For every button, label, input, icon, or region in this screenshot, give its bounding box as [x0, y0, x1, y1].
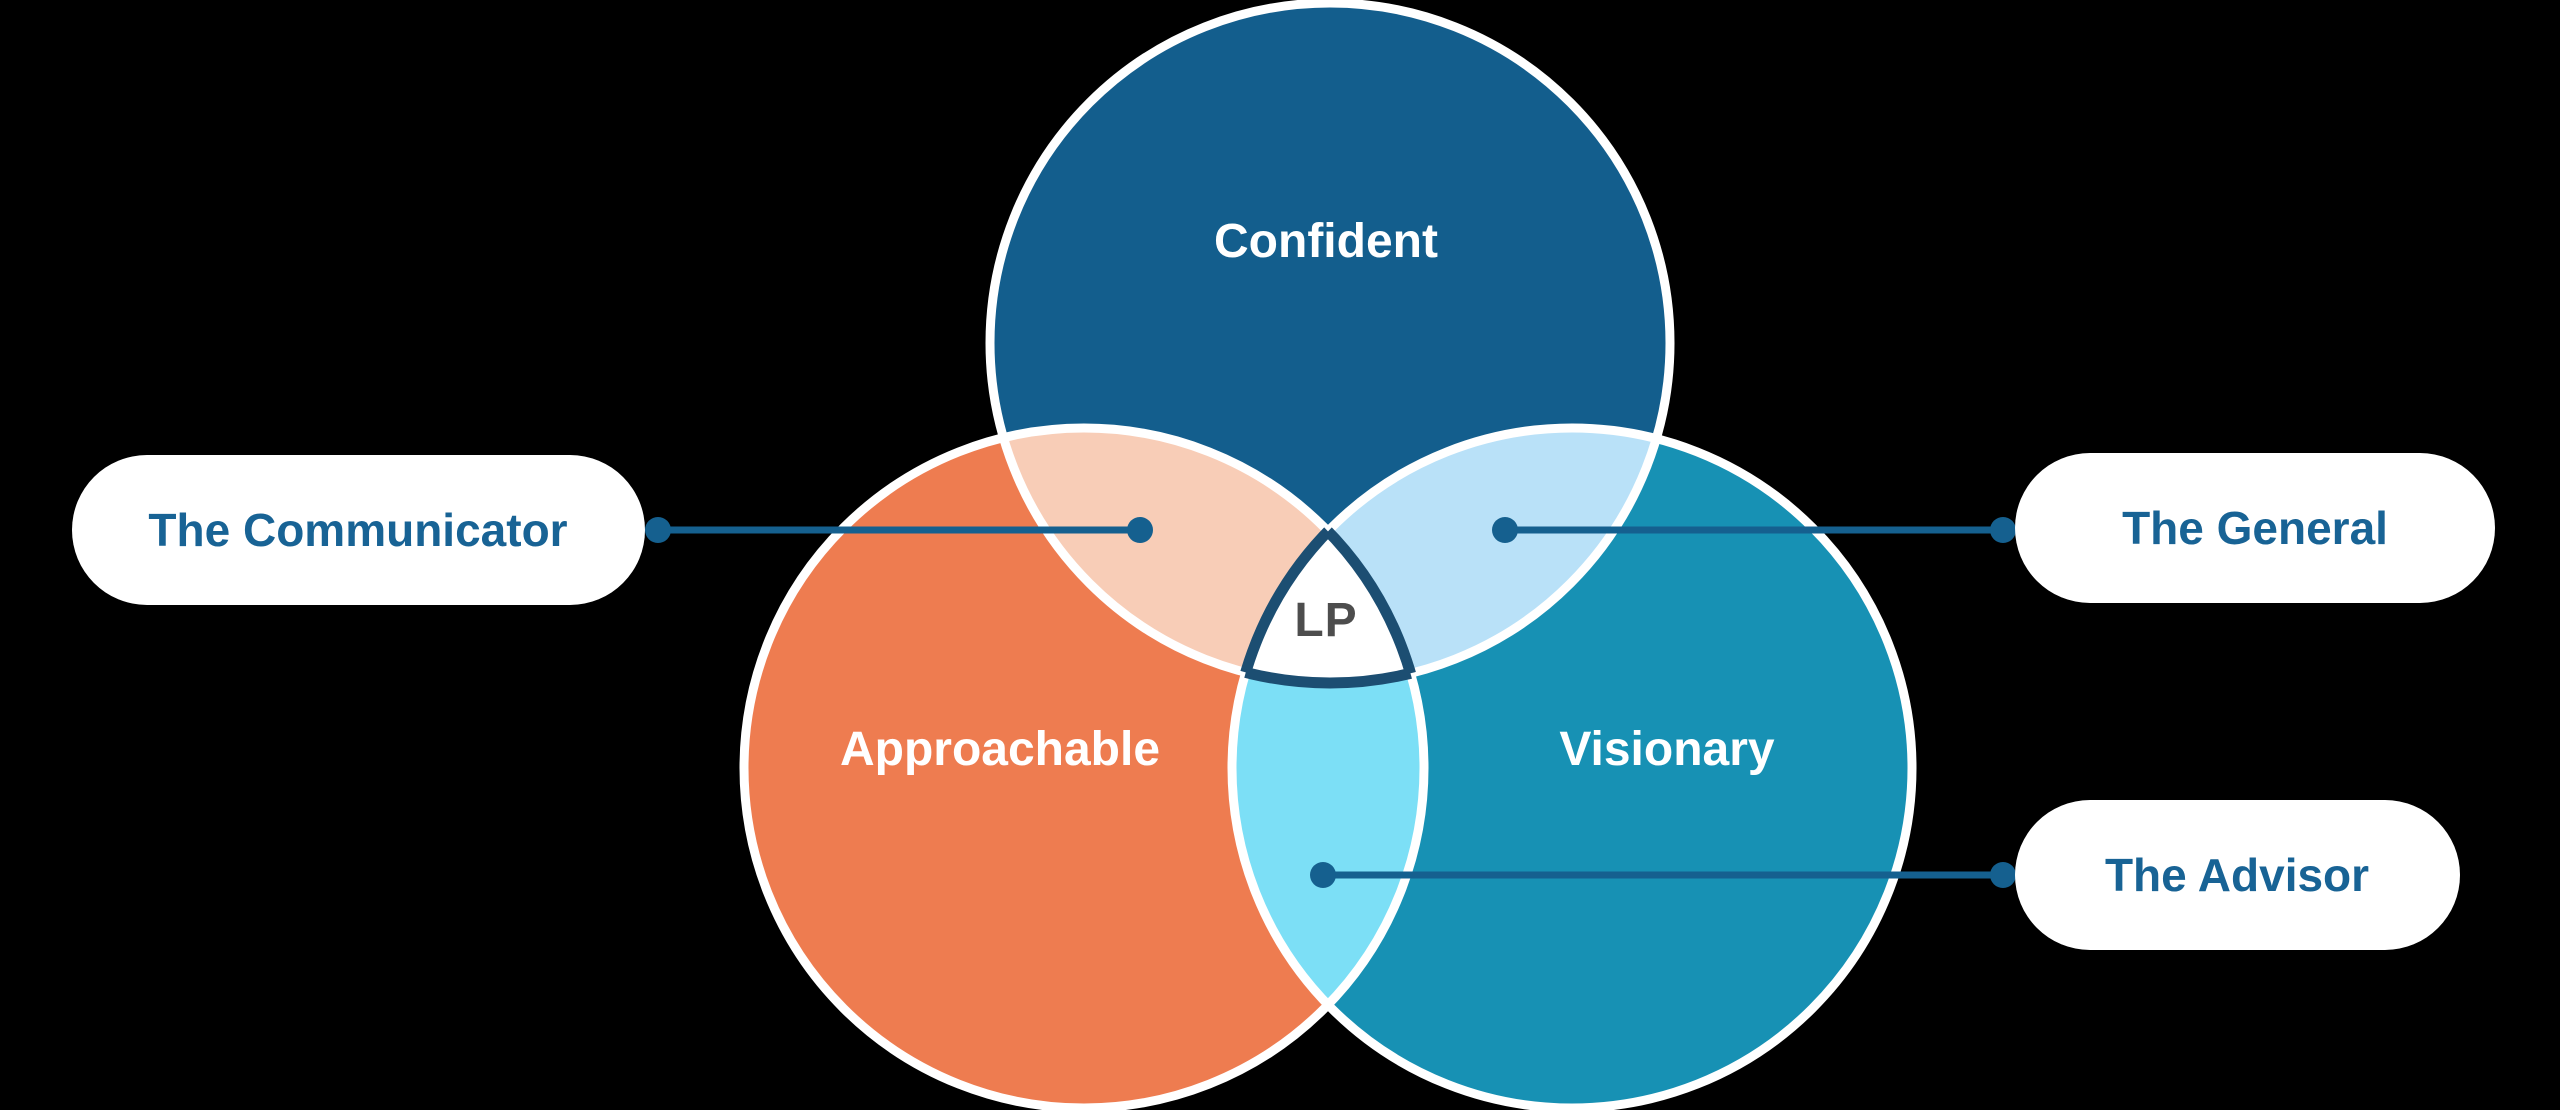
- outline-approachable: [739, 423, 1429, 1110]
- callout-communicator: The Communicator: [72, 455, 1153, 605]
- advisor-pill: [2015, 800, 2460, 950]
- overlap-confident-visionary: [1232, 428, 1670, 683]
- center-label: LP: [1294, 594, 1357, 647]
- communicator-pill-label: The Communicator: [148, 504, 567, 556]
- callout-advisor: The Advisor: [1310, 800, 2460, 950]
- callout-general: The General: [1492, 453, 2495, 603]
- advisor-connector-dot-region: [1310, 862, 1336, 888]
- general-pill-label: The General: [2122, 502, 2388, 554]
- label-confident: Confident: [1214, 215, 1438, 268]
- communicator-connector-dot-pill: [645, 517, 671, 543]
- overlap-confident-approachable: [990, 428, 1424, 683]
- center-border-bottom-arc: [1232, 428, 1424, 689]
- general-pill: [2015, 453, 2495, 603]
- label-visionary: Visionary: [1559, 723, 1775, 776]
- general-connector-dot-region: [1492, 517, 1518, 543]
- communicator-pill: [72, 455, 645, 605]
- advisor-connector-dot-pill: [1990, 862, 2016, 888]
- communicator-connector-dot-region: [1127, 517, 1153, 543]
- general-connector-dot-pill: [1990, 517, 2016, 543]
- outline-visionary: [1227, 423, 1917, 1110]
- advisor-pill-label: The Advisor: [2105, 849, 2369, 901]
- label-approachable: Approachable: [840, 723, 1160, 776]
